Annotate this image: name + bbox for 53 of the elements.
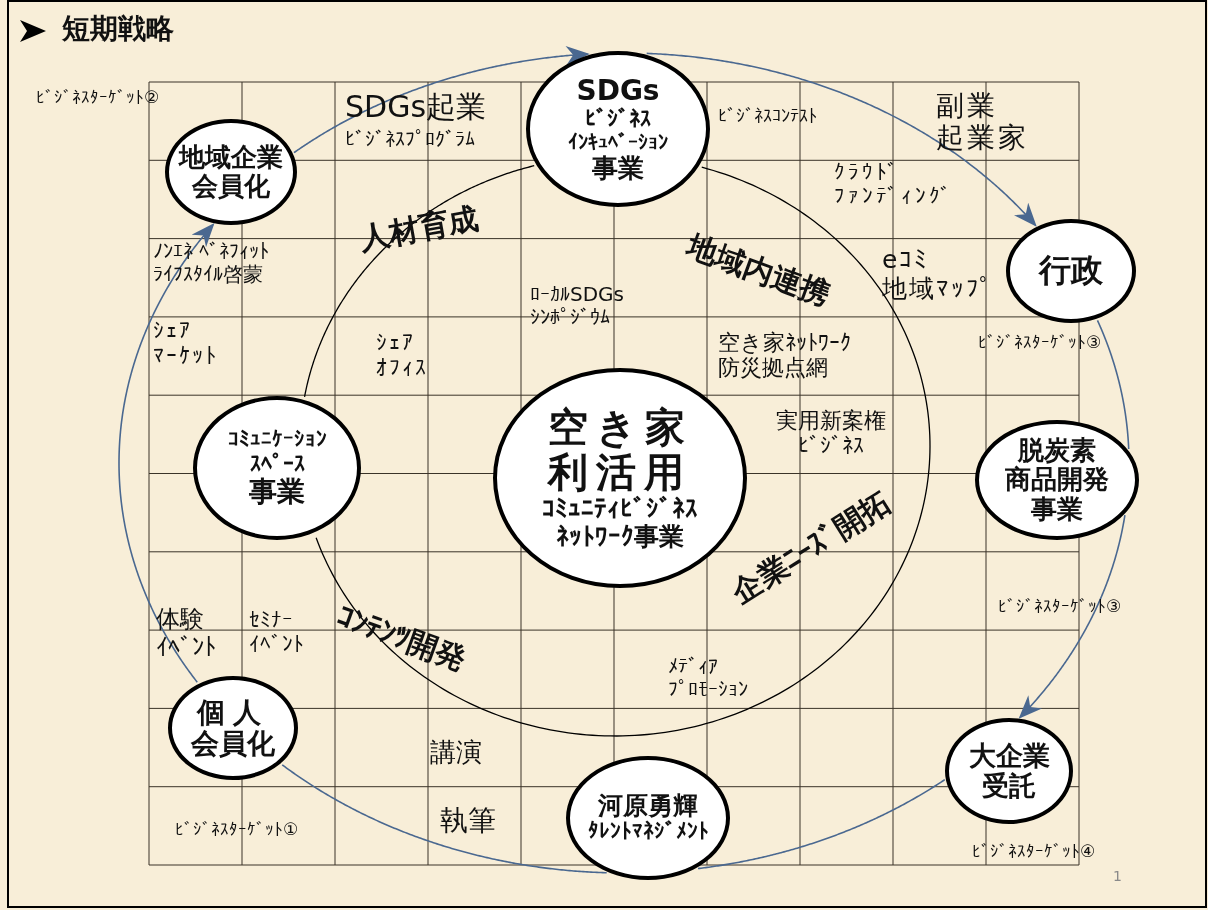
node-label: SDGs xyxy=(576,75,660,107)
ring-label: 人材育成 xyxy=(357,201,482,257)
cell-text: 副業起業家 xyxy=(936,90,1029,155)
node-label: 個人 xyxy=(197,696,269,728)
ring-label: 企業ﾆｰｽﾞ開拓 xyxy=(725,485,897,610)
ring-line xyxy=(1096,319,1130,450)
node-label: 空き家 xyxy=(547,405,693,450)
cell-text: ﾋﾞｼﾞﾈｽﾀｰｹﾞｯﾄ④ xyxy=(972,842,1096,862)
cell-text: ｸﾗｳﾄﾞﾌｧﾝﾃﾞｨﾝｸﾞ xyxy=(834,160,954,209)
node-label: 事業 xyxy=(249,476,305,508)
cell-text: ｼｪｱﾏｰｹｯﾄ xyxy=(153,318,218,369)
cycle-arrow xyxy=(118,223,215,683)
node-label: 商品開発 xyxy=(1005,465,1109,495)
cell-text: eｺﾐ地域ﾏｯﾌﾟ xyxy=(882,246,994,304)
node-label: ｺﾐｭﾆﾃｨﾋﾞｼﾞﾈｽ xyxy=(542,494,698,523)
node-label: 事業 xyxy=(1031,494,1083,524)
node-label: 大企業 xyxy=(968,740,1050,771)
cell-text: ｼｪｱｵﾌｨｽ xyxy=(376,330,428,381)
cell-text: ﾋﾞｼﾞﾈｽﾀｰｹﾞｯﾄ③ xyxy=(998,597,1122,617)
node-label: ﾋﾞｼﾞﾈｽ xyxy=(585,106,651,132)
ring-line xyxy=(303,165,535,398)
cell-text: 空き家ﾈｯﾄﾜｰｸ防災拠点網 xyxy=(718,330,851,381)
slide-title: 短期戦略 xyxy=(62,11,174,47)
node-label: ｽﾍﾟｰｽ xyxy=(249,451,305,477)
cell-text: ﾋﾞｼﾞﾈｽﾀｰｹﾞｯﾄ③ xyxy=(978,333,1102,353)
ring-label: ｺﾝﾃﾝﾂ開発 xyxy=(332,599,471,678)
node-label: 受託 xyxy=(982,771,1036,802)
ring-label: 地域内連携 xyxy=(682,229,835,313)
node-label: 地域企業 xyxy=(179,142,283,172)
cell-text: 実用新案権ﾋﾞｼﾞﾈｽ xyxy=(776,408,886,459)
node-label: 行政 xyxy=(1039,253,1103,289)
node-label: ﾈｯﾄﾜｰｸ事業 xyxy=(556,522,684,551)
node-label: ﾀﾚﾝﾄﾏﾈｼﾞﾒﾝﾄ xyxy=(587,820,709,844)
cell-text: ﾋﾞｼﾞﾈｽﾀｰｹﾞｯﾄ① xyxy=(175,820,299,840)
cell-text: ﾋﾞｼﾞﾈｽﾌﾟﾛｸﾞﾗﾑ xyxy=(345,128,475,151)
cell-text: ﾒﾃﾞｨｱﾌﾟﾛﾓｰｼｮﾝ xyxy=(668,655,748,701)
cell-text: ﾋﾞｼﾞﾈｽｺﾝﾃｽﾄ xyxy=(718,106,817,127)
cell-text: ｾﾐﾅｰｲﾍﾞﾝﾄ xyxy=(249,608,304,657)
page-number: 1 xyxy=(1113,868,1122,885)
cell-text: 執筆 xyxy=(440,805,496,838)
node-label: 利活用 xyxy=(548,450,692,495)
node-label: 事業 xyxy=(592,153,644,183)
node-label: 会員化 xyxy=(191,728,275,760)
cell-text: ﾋﾞｼﾞﾈｽﾀｰｹﾞｯﾄ② xyxy=(36,88,160,108)
node-label: 脱炭素 xyxy=(1018,436,1096,466)
node-label: 会員化 xyxy=(192,172,270,202)
ring-line xyxy=(315,166,931,737)
cell-text: ﾛｰｶﾙSDGsｼﾝﾎﾟｼﾞｳﾑ xyxy=(530,283,624,329)
node-label: ｺﾐｭﾆｹｰｼｮﾝ xyxy=(227,428,327,452)
cycle-arrow xyxy=(293,45,590,154)
cell-text: 講演 xyxy=(430,738,482,768)
node-label: ｲﾝｷｭﾍﾞｰｼｮﾝ xyxy=(568,131,668,154)
node-label: 河原勇輝 xyxy=(598,792,698,821)
